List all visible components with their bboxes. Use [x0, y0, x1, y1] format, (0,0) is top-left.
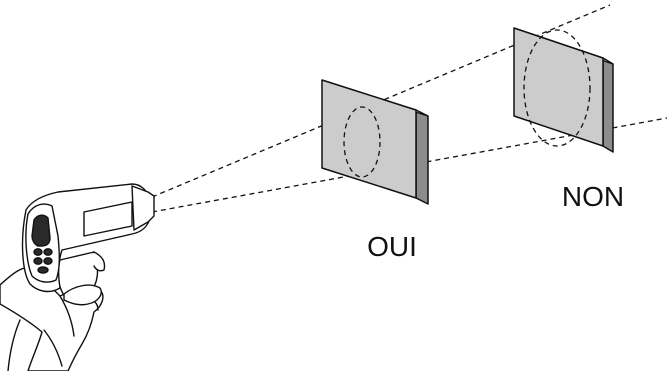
far-target-label: NON [562, 181, 624, 212]
far-target-face [513, 27, 604, 147]
thumb [63, 284, 102, 306]
thermometer-lens [131, 185, 155, 231]
far-target-side [602, 57, 614, 153]
thermometer-trigger [93, 251, 106, 272]
far-measurement-spot [523, 29, 591, 147]
near-target-side [415, 109, 429, 205]
infrared-thermometer-icon [21, 183, 155, 299]
near-measurement-spot [343, 106, 381, 178]
thermometer-window [83, 201, 133, 237]
near-target [321, 79, 429, 205]
thermometer-lcd [31, 214, 51, 247]
upper-sight-line [151, 4, 611, 198]
thermometer-buttons [33, 248, 53, 274]
near-target-label: OUI [367, 231, 417, 262]
far-target [513, 27, 614, 153]
near-target-face [321, 79, 417, 199]
